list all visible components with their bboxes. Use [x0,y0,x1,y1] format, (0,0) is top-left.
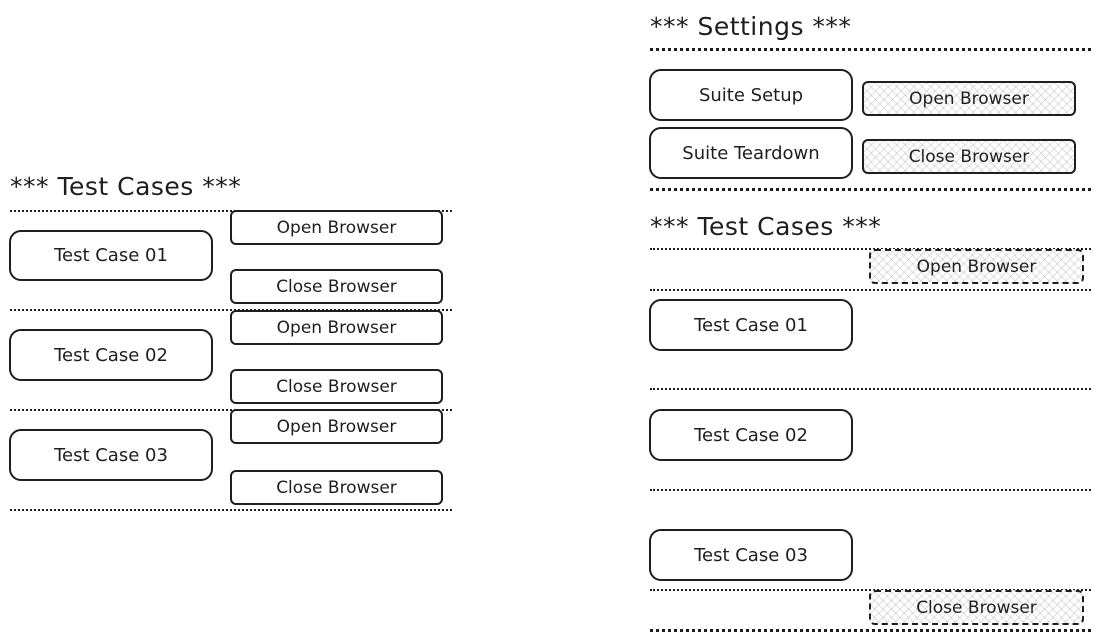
right-divider-5 [650,589,1091,591]
left-test-case-01-close-browser: Close Browser [230,269,443,304]
suite-setup-open-browser: Open Browser [862,81,1076,116]
settings-bottom-divider [650,188,1091,191]
implicit-teardown-close-browser: Close Browser [869,590,1084,625]
left-test-case-02-close-browser: Close Browser [230,369,443,404]
right-test-cases-heading: *** Test Cases *** [650,212,882,241]
right-bottom-divider [650,629,1091,632]
settings-top-divider [650,48,1091,51]
right-divider-1 [650,248,1091,250]
right-test-case-01: Test Case 01 [649,299,853,351]
suite-setup-setting: Suite Setup [649,69,853,121]
left-test-case-01-open-browser: Open Browser [230,210,443,245]
implicit-setup-open-browser: Open Browser [869,249,1084,284]
left-test-case-03: Test Case 03 [9,429,213,481]
left-test-case-02-open-browser: Open Browser [230,310,443,345]
right-divider-3 [650,388,1091,390]
left-divider-4 [10,509,452,511]
left-test-case-02: Test Case 02 [9,329,213,381]
left-test-case-03-open-browser: Open Browser [230,409,443,444]
left-test-case-03-close-browser: Close Browser [230,470,443,505]
left-divider-2 [10,309,452,311]
left-test-cases-heading: *** Test Cases *** [10,172,242,201]
left-test-case-01: Test Case 01 [9,230,213,281]
suite-teardown-setting: Suite Teardown [649,127,853,179]
right-divider-2 [650,289,1091,291]
right-test-case-02: Test Case 02 [649,409,853,461]
settings-heading: *** Settings *** [650,12,852,41]
suite-teardown-close-browser: Close Browser [862,139,1076,174]
right-divider-4 [650,489,1091,491]
right-test-case-03: Test Case 03 [649,529,853,581]
